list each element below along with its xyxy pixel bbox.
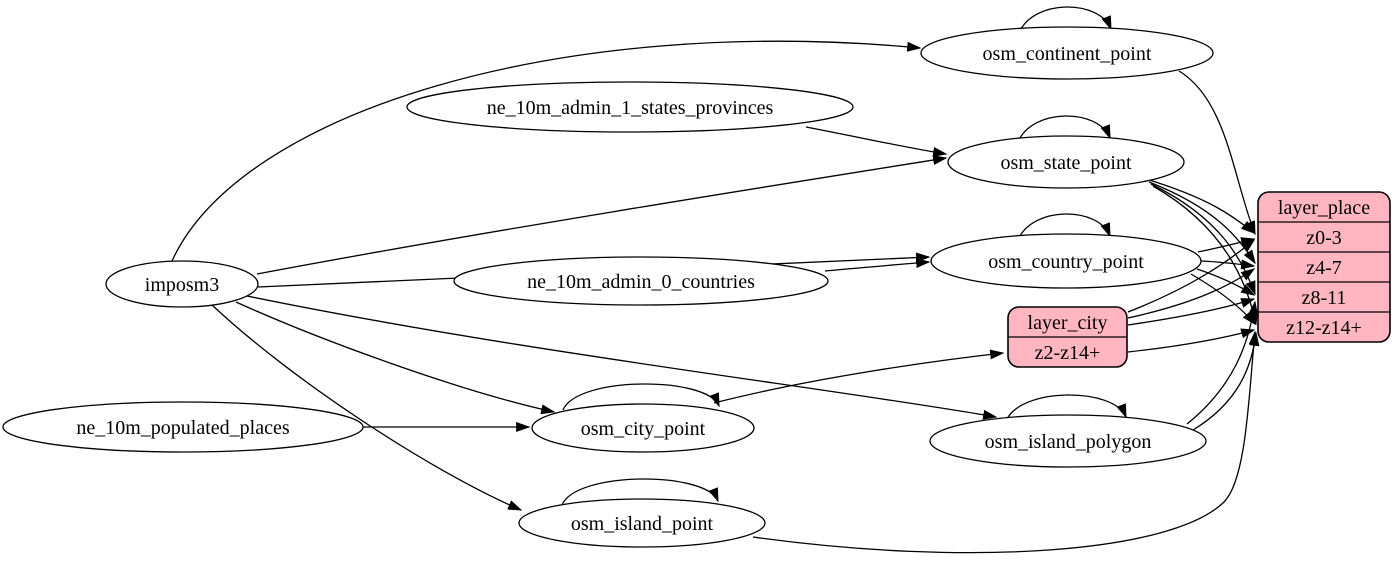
layer_place-box: [1257, 191, 1391, 343]
edge-osm_island_polygon-to-layer_place-z8-11: [1186, 300, 1259, 425]
ne_10m_populated_places-label: ne_10m_populated_places: [76, 417, 289, 439]
osm_state_point-ellipse: [947, 135, 1185, 189]
edge-ne_10m_admin_0_countries-to-osm_country_point: [824, 257, 931, 272]
layer_city-title: layer_city: [1028, 312, 1108, 334]
layer_city-row-z2-z14+: z2-z14+: [1035, 342, 1101, 364]
edge-osm_state_point-to-layer_place-z0-3: [1145, 178, 1256, 234]
osm_continent_point-label: osm_continent_point: [983, 43, 1152, 65]
osm_island_polygon-ellipse: [929, 414, 1207, 468]
layer_place-title: layer_place: [1278, 197, 1370, 219]
osm_country_point-label: osm_country_point: [988, 251, 1144, 273]
osm_city_point-ellipse: [531, 403, 755, 453]
edge-osm_continent_point-to-layer_place-z0-3: [1178, 70, 1256, 236]
node-ne_10m_admin_1_states_provinces: ne_10m_admin_1_states_provinces: [406, 81, 854, 133]
osm_island_point-ellipse: [518, 498, 766, 548]
osm_state_point-label: osm_state_point: [1000, 152, 1132, 174]
nodes-layer: imposm3 ne_10m_admin_1_states_provincesne…: [2, 26, 1391, 548]
edge-osm_city_point-to-layer_city-z2-z14+: [713, 349, 1005, 404]
ne_10m_admin_1_states_provinces-ellipse: [406, 81, 854, 133]
ne_10m_admin_0_countries-label: ne_10m_admin_0_countries: [527, 271, 755, 293]
ne_10m_admin_0_countries-ellipse: [453, 256, 829, 306]
edge-imposm3-to-osm_state_point: [256, 155, 948, 275]
ne_10m_populated_places-ellipse: [2, 401, 364, 453]
node-layer_place: layer_place z0-3 z4-7 z8-11 z12-z14+: [1257, 191, 1391, 343]
osm_continent_point-ellipse: [920, 26, 1214, 80]
node-osm_island_polygon: osm_island_polygon: [929, 414, 1207, 468]
edge-osm_island_point-self-loop: [561, 478, 719, 506]
edge-ne_10m_admin_1_states_provinces-to-osm_state_point: [805, 126, 948, 157]
edge-imposm3-to-osm_city_point: [235, 301, 556, 415]
imposm3-label: imposm3: [145, 274, 219, 296]
edge-osm_city_point-self-loop: [562, 383, 720, 411]
edge-osm_continent_point-self-loop: [1018, 6, 1112, 34]
edge-layer_city-to-layer_place-z12-z14+: [1127, 328, 1256, 353]
edge-osm_island_polygon-self-loop: [1005, 394, 1127, 422]
imposm3-ellipse: [105, 260, 259, 308]
osm_city_point-label: osm_city_point: [581, 418, 706, 440]
osm_country_point-ellipse: [930, 233, 1202, 289]
node-osm_city_point: osm_city_point: [531, 403, 755, 453]
edge-osm_country_point-self-loop: [1017, 213, 1111, 241]
node-osm_state_point: osm_state_point: [947, 135, 1185, 189]
edge-layer_city-to-layer_place-z8-11: [1127, 298, 1256, 326]
edge-imposm3-to-osm_island_point: [211, 304, 523, 511]
edge-imposm3-to-osm_continent_point: [171, 40, 922, 262]
layer_place-row-z4-7: z4-7: [1306, 257, 1342, 279]
layer_place-row-z0-3: z0-3: [1306, 227, 1342, 249]
node-osm_continent_point: osm_continent_point: [920, 26, 1214, 80]
edges-layer: [171, 6, 1260, 554]
node-osm_country_point: osm_country_point: [930, 233, 1202, 289]
osm_island_point-label: osm_island_point: [571, 513, 714, 535]
edge-osm_island_point-to-layer_place-z12-z14+: [752, 330, 1259, 554]
edge-layer_city-to-layer_place-z4-7: [1127, 268, 1256, 319]
node-ne_10m_populated_places: ne_10m_populated_places: [2, 401, 364, 453]
edge-osm_state_point-to-layer_place-z4-7: [1148, 181, 1256, 265]
edge-osm_state_point-self-loop: [1017, 115, 1111, 143]
node-ne_10m_admin_0_countries: ne_10m_admin_0_countries: [453, 256, 829, 306]
edge-imposm3-to-osm_island_polygon: [246, 295, 998, 420]
edge-osm_state_point-to-layer_place-z8-11: [1150, 183, 1256, 296]
edge-osm_country_point-to-layer_place-z4-7: [1200, 259, 1256, 270]
node-layer_city: layer_city z2-z14+: [1007, 306, 1128, 368]
edge-osm_island_polygon-to-layer_place-z12-z14+: [1192, 331, 1260, 431]
node-osm_island_point: osm_island_point: [518, 498, 766, 548]
osm_island_polygon-label: osm_island_polygon: [985, 431, 1152, 453]
node-imposm3: imposm3: [105, 260, 259, 308]
layer_place-row-z12-z14+: z12-z14+: [1286, 317, 1362, 339]
ne_10m_admin_1_states_provinces-label: ne_10m_admin_1_states_provinces: [487, 97, 774, 119]
layer_place-row-z8-11: z8-11: [1302, 287, 1347, 309]
edge-layer_city-to-layer_place-z0-3: [1127, 239, 1256, 313]
edge-osm_country_point-to-layer_place-z12-z14+: [1190, 273, 1256, 326]
